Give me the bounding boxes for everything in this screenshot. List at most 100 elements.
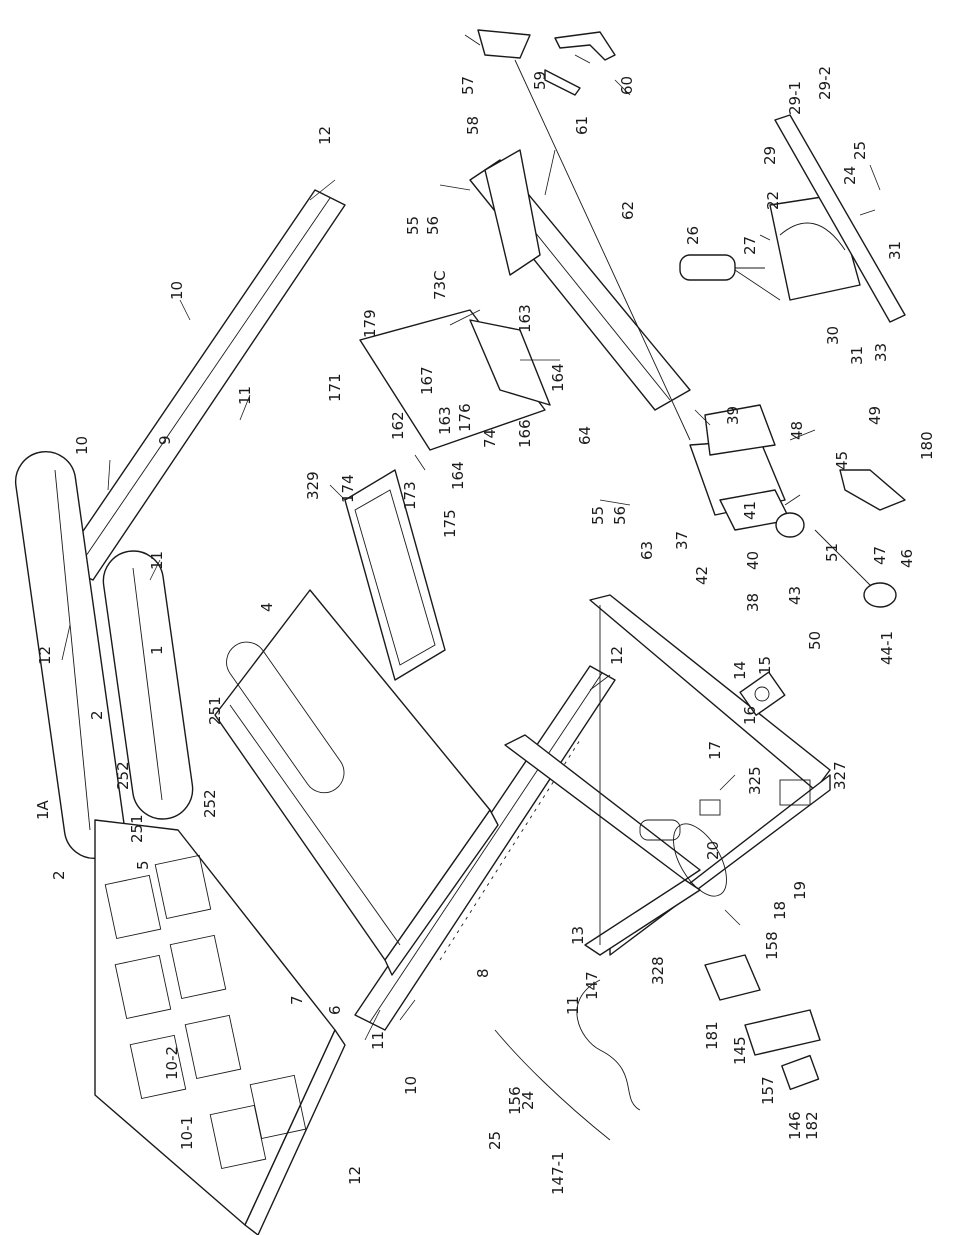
part-label: 145 bbox=[731, 1036, 749, 1065]
part-label: 17 bbox=[706, 741, 724, 760]
part-label: 12 bbox=[36, 646, 54, 665]
motor-mount-14 bbox=[739, 671, 786, 716]
part-label: 180 bbox=[918, 431, 936, 460]
part-label: 147-1 bbox=[549, 1151, 567, 1195]
part-label: 37 bbox=[673, 531, 691, 550]
part-label: 46 bbox=[898, 549, 916, 568]
carriage-assembly-39 bbox=[689, 404, 791, 531]
part-label: 4 bbox=[258, 602, 276, 612]
part-label: 164 bbox=[449, 461, 467, 490]
part-label: 13 bbox=[569, 926, 587, 945]
part-label: 16 bbox=[741, 706, 759, 725]
part-label: 20 bbox=[704, 841, 722, 860]
part-label: 167 bbox=[418, 366, 436, 395]
part-label: 62 bbox=[619, 201, 637, 220]
part-label: 31 bbox=[848, 346, 866, 365]
part-label: 40 bbox=[744, 551, 762, 570]
power-cord-147 bbox=[494, 979, 641, 1141]
miter-knob-26 bbox=[679, 254, 765, 281]
part-label: 12 bbox=[346, 1166, 364, 1185]
part-label: 175 bbox=[441, 509, 459, 538]
part-label: 29 bbox=[761, 146, 779, 165]
part-label: 24 bbox=[841, 166, 859, 185]
part-label: 26 bbox=[684, 226, 702, 245]
fence-lock-assembly-57 bbox=[477, 29, 616, 96]
part-label: 56 bbox=[424, 216, 442, 235]
leader-lines bbox=[61, 34, 881, 1041]
riving-knife-73C bbox=[359, 309, 551, 451]
extension-table-5 bbox=[94, 819, 346, 1235]
part-labels: 1 1A 2 2 4 5 6 7 8 9 10 10 10 10-1 10-2 … bbox=[34, 66, 936, 1195]
part-label: 329 bbox=[304, 471, 322, 500]
part-label: 5 bbox=[134, 860, 152, 870]
switch-box-181 bbox=[704, 954, 821, 1091]
part-label: 33 bbox=[872, 343, 890, 362]
part-label: 8 bbox=[474, 968, 492, 978]
part-label: 10 bbox=[402, 1076, 420, 1095]
part-label: 1 bbox=[148, 645, 166, 655]
part-label: 57 bbox=[459, 76, 477, 95]
part-label: 11 bbox=[148, 551, 166, 570]
part-label: 11 bbox=[369, 1031, 387, 1050]
part-label: 11 bbox=[236, 386, 254, 405]
main-table-4 bbox=[214, 589, 499, 976]
cabinet-base-13 bbox=[504, 594, 831, 956]
part-label: 11 bbox=[564, 996, 582, 1015]
part-label: 74 bbox=[481, 429, 499, 448]
part-label: 173 bbox=[401, 481, 419, 510]
part-label: 181 bbox=[703, 1021, 721, 1050]
part-label: 25 bbox=[486, 1131, 504, 1150]
part-label: 6 bbox=[326, 1005, 344, 1015]
part-label: 1A bbox=[34, 799, 52, 820]
rear-rail-tube-9 bbox=[59, 189, 346, 581]
part-label: 44-1 bbox=[878, 631, 896, 665]
part-label: 10 bbox=[73, 436, 91, 455]
part-label: 60 bbox=[618, 76, 636, 95]
part-label: 182 bbox=[803, 1111, 821, 1140]
part-label: 31 bbox=[886, 241, 904, 260]
part-label: 179 bbox=[361, 309, 379, 338]
part-label: 7 bbox=[288, 995, 306, 1005]
part-label: 22 bbox=[764, 191, 782, 210]
part-label: 162 bbox=[389, 411, 407, 440]
part-label: 251 bbox=[206, 696, 224, 725]
part-label: 10 bbox=[168, 281, 186, 300]
part-label: 252 bbox=[114, 761, 132, 790]
part-label: 63 bbox=[638, 541, 656, 560]
part-label: 73C bbox=[431, 270, 449, 300]
part-label: 19 bbox=[791, 881, 809, 900]
part-label: 251 bbox=[128, 814, 146, 843]
part-label: 10-1 bbox=[178, 1116, 196, 1150]
fence-rail-64 bbox=[484, 59, 691, 441]
part-label: 18 bbox=[771, 901, 789, 920]
miter-gauge-22 bbox=[769, 114, 906, 323]
part-label: 42 bbox=[693, 566, 711, 585]
part-label: 157 bbox=[759, 1076, 777, 1105]
part-label: 45 bbox=[833, 451, 851, 470]
part-label: 2 bbox=[88, 710, 106, 720]
part-label: 55 bbox=[404, 216, 422, 235]
part-label: 327 bbox=[831, 761, 849, 790]
part-label: 163 bbox=[436, 406, 454, 435]
part-label: 2 bbox=[50, 870, 68, 880]
part-label: 9 bbox=[156, 435, 174, 445]
part-label: 50 bbox=[806, 631, 824, 650]
part-label: 41 bbox=[741, 501, 759, 520]
part-label: 47 bbox=[871, 546, 889, 565]
part-label: 147 bbox=[583, 971, 601, 1000]
part-label: 10-2 bbox=[163, 1046, 181, 1080]
part-label: 30 bbox=[824, 326, 842, 345]
part-label: 176 bbox=[456, 403, 474, 432]
part-label: 29-1 bbox=[786, 81, 804, 115]
handwheel-shaft-43 bbox=[775, 512, 897, 608]
part-label: 146 bbox=[786, 1111, 804, 1140]
part-label: 325 bbox=[746, 766, 764, 795]
part-label: 58 bbox=[464, 116, 482, 135]
part-label: 64 bbox=[576, 426, 594, 445]
part-label: 39 bbox=[724, 406, 742, 425]
part-label: 163 bbox=[516, 304, 534, 333]
part-label: 328 bbox=[649, 956, 667, 985]
part-label: 12 bbox=[608, 646, 626, 665]
part-label: 59 bbox=[531, 71, 549, 90]
